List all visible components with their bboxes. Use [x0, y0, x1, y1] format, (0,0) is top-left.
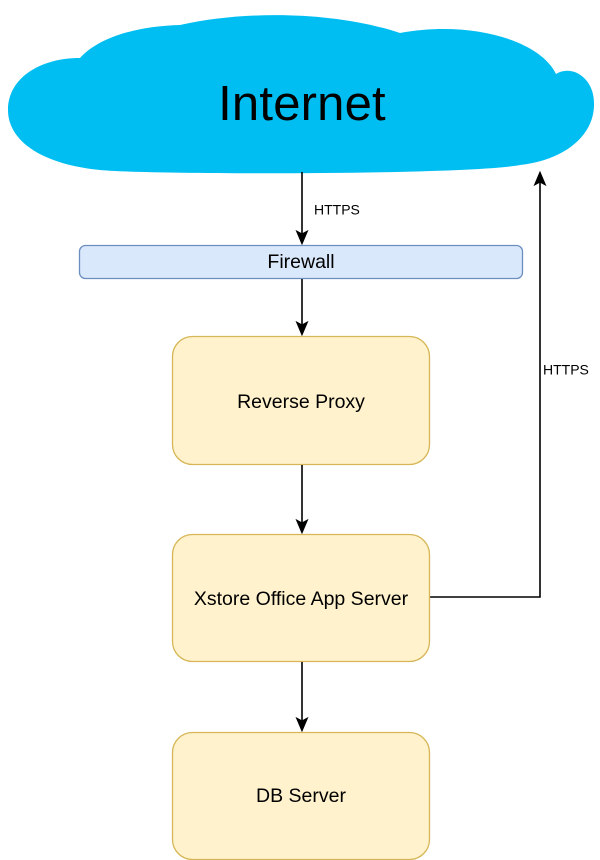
edge-firewall-to-reverse-proxy[interactable]	[295, 279, 309, 337]
edge-label-https-upstream: HTTPS	[543, 362, 589, 378]
edge-reverse-proxy-to-app-server[interactable]	[295, 465, 309, 535]
edge-app-server-to-db-server[interactable]	[295, 662, 309, 733]
node-label-internet: Internet	[218, 77, 386, 131]
node-reverse-proxy[interactable]: Reverse Proxy	[171, 335, 431, 466]
node-label-reverse-proxy: Reverse Proxy	[237, 391, 365, 413]
arrow-head-down-icon	[295, 716, 309, 733]
node-label-xstore-office-app-server: Xstore Office App Server	[194, 588, 409, 610]
edge-app-server-to-internet[interactable]: HTTPS	[430, 170, 589, 598]
arrow-head-up-icon	[533, 170, 547, 187]
node-firewall[interactable]: Firewall	[78, 244, 524, 280]
arrow-head-down-icon	[295, 229, 309, 246]
cloud-icon	[8, 15, 595, 174]
node-label-db-server: DB Server	[256, 785, 346, 807]
node-label-firewall: Firewall	[267, 251, 334, 273]
server-icon	[171, 533, 431, 663]
edge-label-https-downstream: HTTPS	[314, 202, 360, 218]
firewall-icon	[78, 244, 524, 280]
arrow-head-down-icon	[295, 320, 309, 337]
server-icon	[171, 335, 431, 466]
edge-line	[430, 181, 541, 598]
arrow-head-down-icon	[295, 518, 309, 535]
node-db-server[interactable]: DB Server	[171, 731, 431, 860]
node-internet[interactable]: Internet	[8, 15, 595, 174]
edge-internet-to-firewall[interactable]: HTTPS	[295, 172, 360, 246]
node-xstore-office-app-server[interactable]: Xstore Office App Server	[171, 533, 431, 663]
